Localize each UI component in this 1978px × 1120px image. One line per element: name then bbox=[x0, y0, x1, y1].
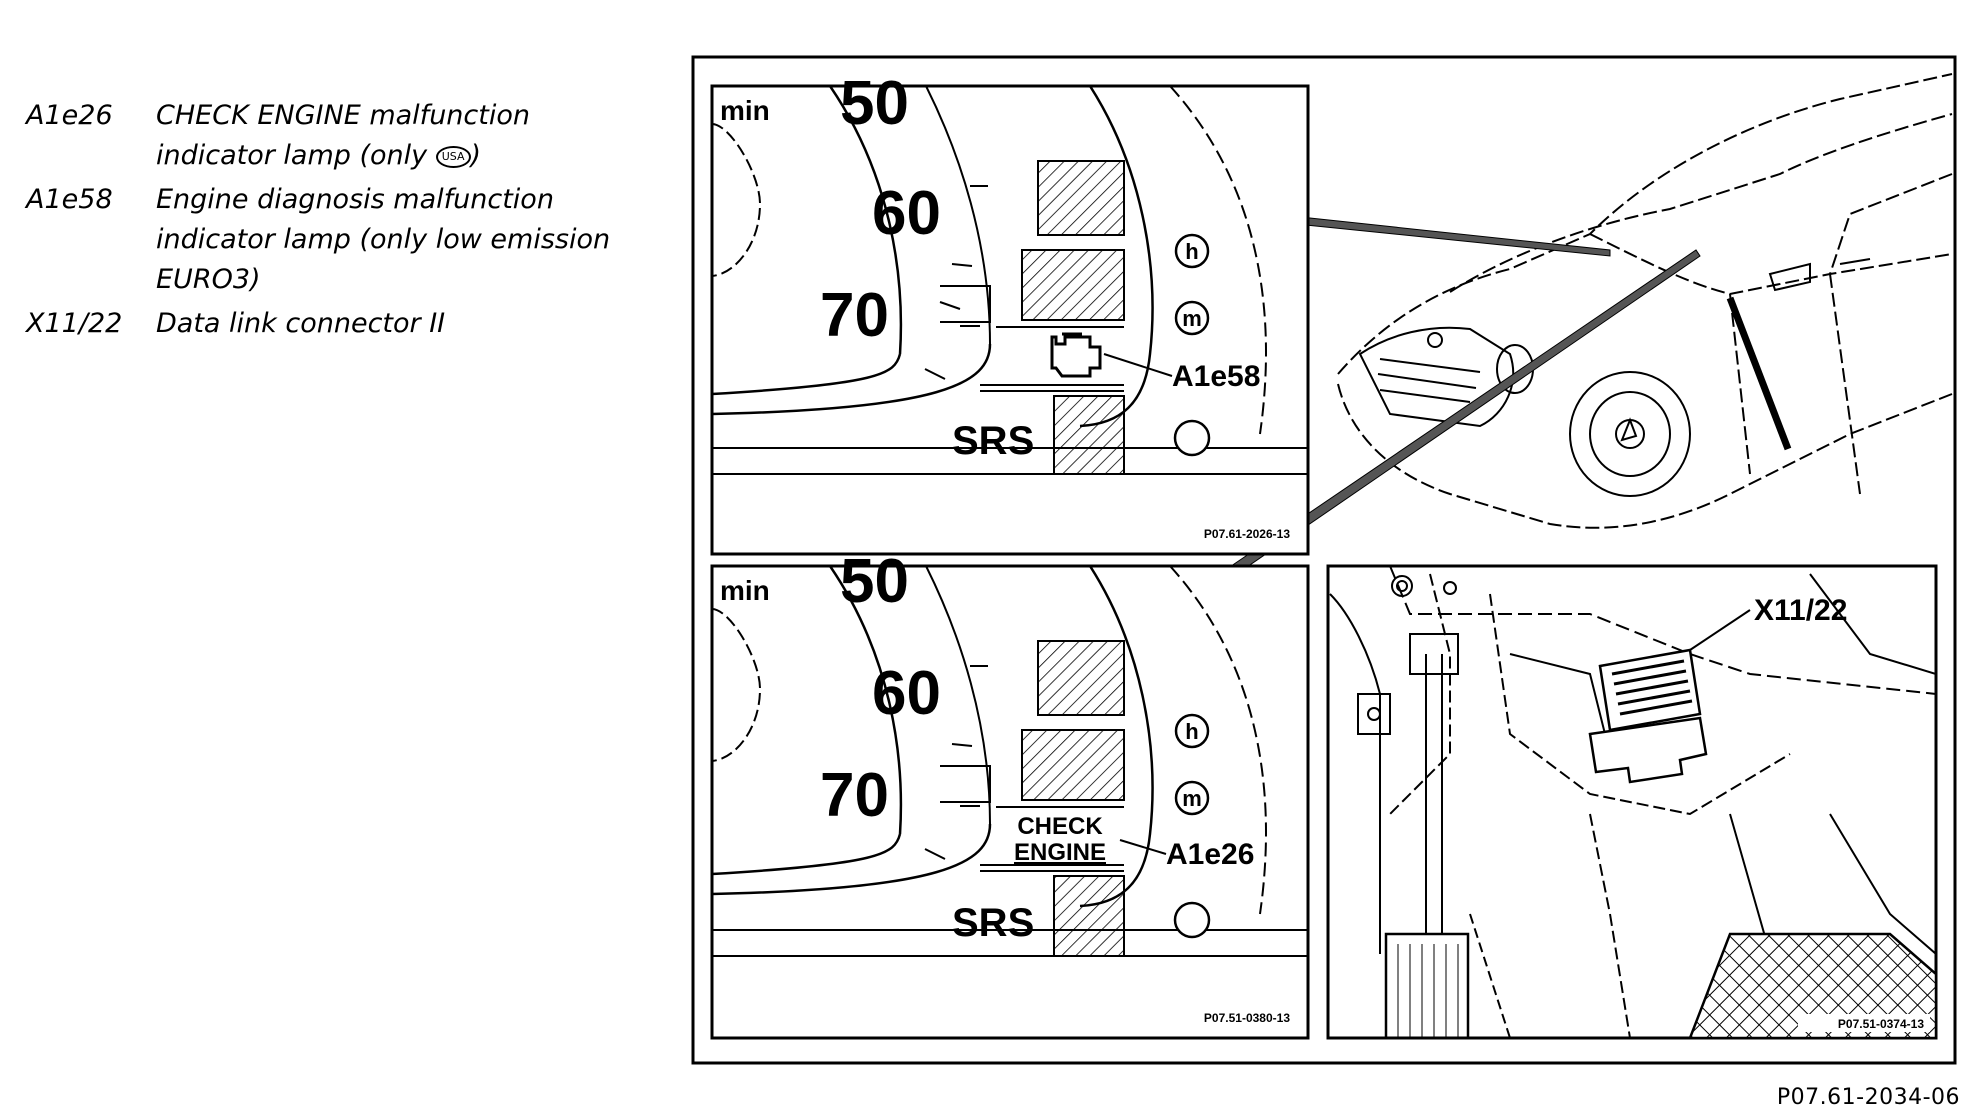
legend-code: X11/22 bbox=[26, 308, 123, 339]
speed-60-label: 60 bbox=[872, 659, 941, 728]
diagram-figure: min 50 60 70 h m SRS A1e58 P07.61-2026-1… bbox=[690, 54, 1958, 1066]
srs-label: SRS bbox=[952, 901, 1034, 945]
min-label: min bbox=[720, 95, 770, 126]
speed-70-label: 70 bbox=[820, 761, 889, 830]
speed-60-label: 60 bbox=[872, 179, 941, 248]
legend-description: Data link connector II bbox=[156, 308, 446, 339]
srs-label: SRS bbox=[952, 419, 1034, 463]
data-link-connector-icon bbox=[1588, 648, 1708, 784]
callout-a1e58: A1e58 bbox=[1172, 360, 1260, 393]
panel-ref: P07.61-2026-13 bbox=[1204, 527, 1290, 541]
diagram-svg: min 50 60 70 h m SRS A1e58 P07.61-2026-1… bbox=[691, 55, 1957, 1065]
legend-item-a1e26: A1e26 CHECK ENGINE malfunction indicator… bbox=[26, 96, 646, 176]
speed-50-label: 50 bbox=[840, 69, 909, 138]
check-engine-line2: ENGINE bbox=[1014, 839, 1106, 866]
min-label: min bbox=[720, 575, 770, 606]
panel-connector: X11/22 P07.51-0374-13 bbox=[1326, 564, 1938, 1040]
h-symbol-label: h bbox=[1185, 239, 1198, 264]
panel-ref: P07.51-0374-13 bbox=[1838, 1017, 1924, 1031]
legend-code: A1e26 bbox=[26, 100, 113, 131]
panel-cluster-top: min 50 60 70 h m SRS A1e58 P07.61-2026-1… bbox=[710, 69, 1310, 556]
m-symbol-label: m bbox=[1182, 306, 1202, 331]
panel-cluster-bottom: min 50 60 70 h m CHECK ENGINE SRS A1e26 … bbox=[710, 547, 1310, 1040]
speed-70-label: 70 bbox=[820, 281, 889, 350]
usa-badge-icon: USA bbox=[435, 145, 471, 168]
legend-item-a1e58: A1e58 Engine diagnosis malfunction indic… bbox=[26, 180, 646, 300]
legend-item-x11-22: X11/22 Data link connector II bbox=[26, 304, 646, 344]
callout-x11-22: X11/22 bbox=[1754, 594, 1847, 627]
legend-description: CHECK ENGINE malfunction indicator lamp … bbox=[156, 100, 530, 171]
speed-50-label: 50 bbox=[840, 547, 909, 616]
outer-frame bbox=[691, 55, 1957, 1065]
callout-a1e26: A1e26 bbox=[1166, 838, 1254, 871]
m-symbol-label: m bbox=[1182, 786, 1202, 811]
legend: A1e26 CHECK ENGINE malfunction indicator… bbox=[26, 96, 646, 348]
car-illustration bbox=[1337, 73, 1953, 529]
legend-description: Engine diagnosis malfunction indicator l… bbox=[156, 184, 611, 295]
car-details bbox=[1358, 258, 1871, 497]
h-symbol-label: h bbox=[1185, 719, 1198, 744]
panel-ref: P07.51-0380-13 bbox=[1204, 1011, 1290, 1025]
engine-lamp-icon bbox=[1050, 332, 1102, 378]
check-engine-line1: CHECK bbox=[1017, 813, 1103, 840]
figure-id: P07.61-2034-06 bbox=[1776, 1085, 1960, 1110]
legend-code: A1e58 bbox=[26, 184, 113, 215]
